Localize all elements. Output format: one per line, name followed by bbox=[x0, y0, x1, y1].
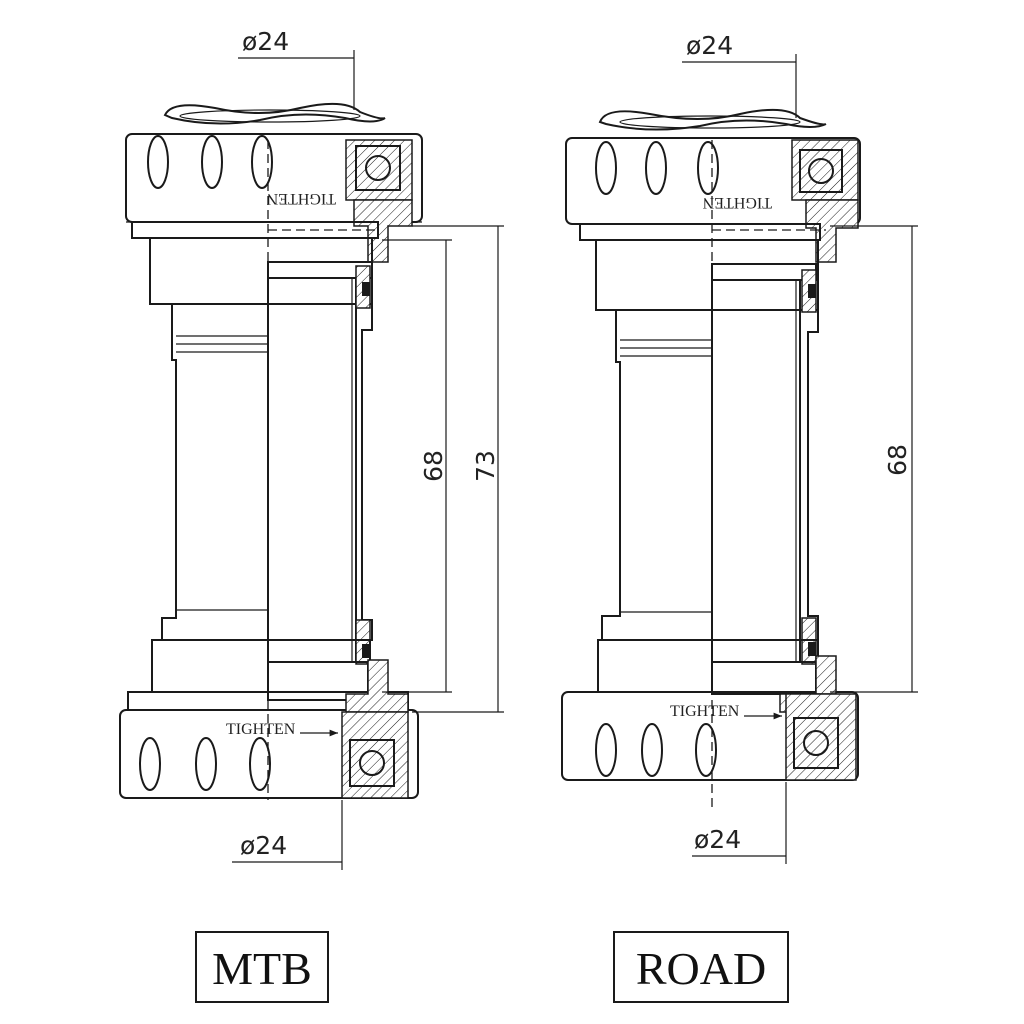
mtb-73-dimension: 73 bbox=[412, 225, 504, 713]
mtb-bottom-cup bbox=[119, 659, 419, 799]
road-top-diameter-dimension: ø24 bbox=[682, 31, 797, 118]
mtb-top-tighten-text: TIGHTEN bbox=[266, 190, 336, 207]
road-top-diameter-text: ø24 bbox=[686, 31, 733, 60]
mtb-bottom-diameter-text: ø24 bbox=[240, 831, 287, 860]
mtb-label: MTB bbox=[212, 943, 312, 994]
road-68-dimension: 68 bbox=[830, 225, 918, 693]
mtb-bottom-diameter-dimension: ø24 bbox=[232, 800, 343, 870]
mtb-top-lockring bbox=[163, 102, 386, 125]
road-bottom-diameter-dimension: ø24 bbox=[692, 782, 787, 864]
road-bottom-cup bbox=[561, 655, 859, 781]
road-label: ROAD bbox=[636, 943, 766, 994]
road-bottom-diameter-text: ø24 bbox=[694, 825, 741, 854]
mtb-top-diameter-dimension: ø24 bbox=[238, 27, 355, 110]
mtb-68-dimension: 68 bbox=[382, 239, 452, 693]
road-drawing: ø24 TIGHTEN bbox=[561, 31, 918, 1003]
mtb-68-text: 68 bbox=[419, 450, 448, 482]
mtb-label-box bbox=[195, 931, 329, 1003]
mtb-drawing: ø24 TIGHTEN bbox=[119, 27, 504, 1003]
road-68-text: 68 bbox=[883, 444, 912, 476]
road-bottom-tighten-text: TIGHTEN bbox=[670, 703, 740, 720]
mtb-top-diameter-text: ø24 bbox=[242, 27, 289, 56]
road-top-tighten-text: TIGHTEN bbox=[702, 194, 772, 211]
mtb-73-text: 73 bbox=[471, 450, 500, 482]
road-label-box bbox=[613, 931, 789, 1003]
mtb-bottom-tighten-text: TIGHTEN bbox=[226, 721, 296, 738]
